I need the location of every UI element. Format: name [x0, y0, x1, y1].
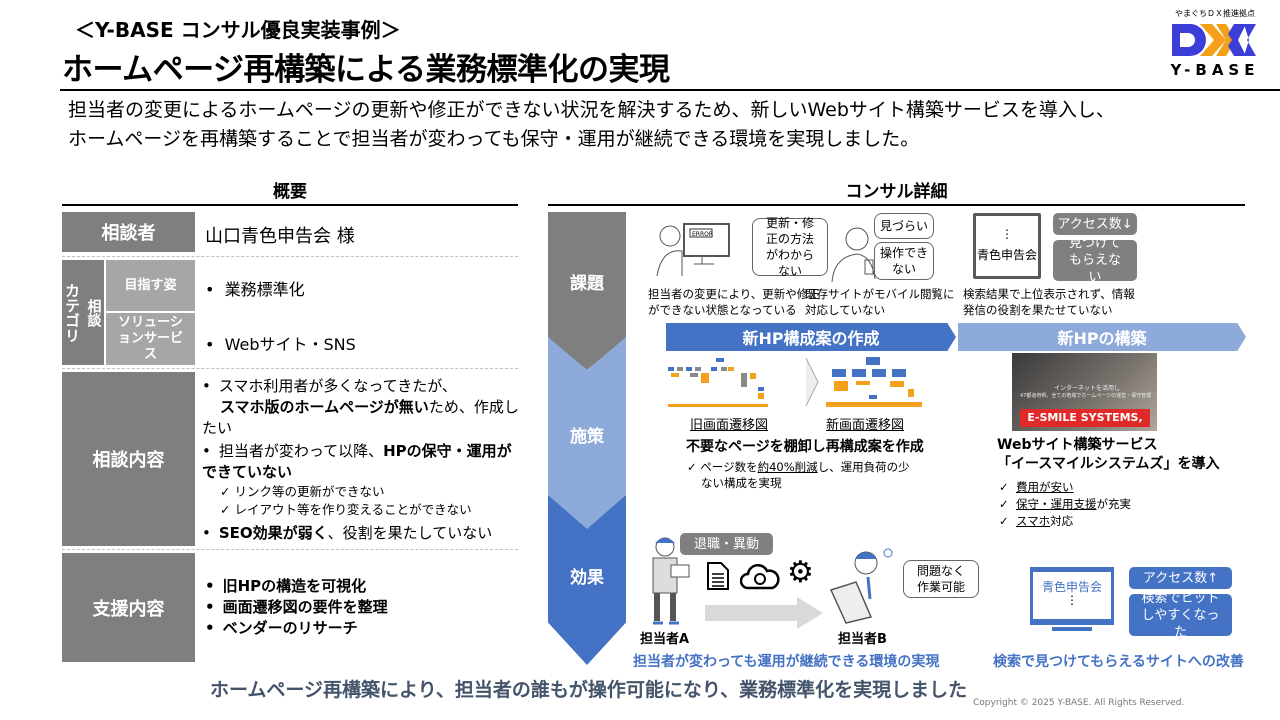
- stage-label: 施策: [570, 427, 604, 447]
- support-item: ベンダーのリサーチ: [205, 618, 388, 639]
- no-problem-bubble: 問題なく作業可能: [903, 560, 979, 598]
- description-line: ホームページを再構築することで担当者が変わっても保守・運用が継続できる環境を実現…: [68, 128, 920, 150]
- solution-value-text: Webサイト・SNS: [224, 335, 356, 354]
- issue-caption: 担当者の変更により、更新や修正ができない状態となっている: [648, 287, 820, 317]
- issue-bubble: 操作できない: [874, 242, 934, 280]
- consult-content: スマホ利用者が多くなってきたが、スマホ版のホームページが無いため、作成したい 担…: [202, 376, 522, 544]
- stage-label: 課題: [570, 273, 604, 294]
- stage-label: 効果: [570, 567, 604, 588]
- issue-bubble: 見づらい: [874, 213, 934, 239]
- measure2-check: ✓ スマホ対応: [999, 514, 1074, 528]
- page-title: ホームページ再構築による業務標準化の実現: [62, 52, 670, 88]
- row-divider: [62, 256, 518, 257]
- measure2-banner: 新HPの構築: [958, 323, 1246, 351]
- screenshot-text: 47都道府県、全ての地域でホームページの運営・保守管理: [1020, 393, 1152, 399]
- not-found-tag: 見つけてもらえない: [1053, 236, 1137, 285]
- category-label: カテゴリ: [62, 260, 83, 365]
- goal-label: 目指す姿: [106, 260, 195, 311]
- consultant-value: 山口青色申告会 様: [205, 226, 355, 247]
- svg-text:ERROR: ERROR: [692, 231, 713, 238]
- support-item: 旧HPの構造を可視化: [205, 576, 388, 597]
- monitor-text: 青色申告会: [976, 247, 1037, 262]
- new-sitemap-label: 新画面遷移図: [826, 418, 905, 433]
- cloud-sync-icon: [740, 564, 780, 590]
- handover-arrow: [705, 597, 823, 629]
- smartphone-person-icon: [831, 227, 876, 283]
- gear-icon: ⚙: [787, 555, 814, 590]
- access-up-tag: アクセス数↑: [1129, 567, 1232, 589]
- issue-bubble: 更新・修正の方法がわからない: [752, 216, 828, 278]
- support-list: 旧HPの構造を可視化 画面遷移図の要件を整理 ベンダーのリサーチ: [205, 576, 388, 639]
- effect1-caption: 担当者が変わっても運用が継続できる環境の実現: [633, 654, 940, 670]
- description-line: 担当者の変更によるホームページの更新や修正ができない状況を解決するため、新しいW…: [68, 99, 1115, 121]
- monitor-icon: ⋮青色申告会: [973, 213, 1041, 279]
- screenshot-brand: E-SMILE SYSTEMS, LTD.: [1020, 409, 1150, 431]
- monitor-text: 青色申告会: [1041, 580, 1102, 594]
- subtitle: ＜Y-BASE コンサル優良実装事例＞: [75, 18, 401, 42]
- measure2-heading: Webサイト構築サービス 「イースマイルシステムズ」を導入: [997, 436, 1219, 474]
- measure2-heading-line: Webサイト構築サービス: [997, 437, 1158, 453]
- consult-item: 担当者が変わって以降、HPの保守・運用ができていない: [202, 441, 522, 483]
- stage-issue: 課題: [548, 212, 626, 370]
- title-divider: [60, 89, 1280, 91]
- logo-name: Y-BASE: [1170, 61, 1260, 79]
- goal-value-text: 業務標準化: [224, 280, 305, 299]
- description: 担当者の変更によるホームページの更新や修正ができない状況を解決するため、新しいW…: [68, 96, 1248, 154]
- issue-caption: 検索結果で上位表示されず、情報発信の役割を果たせていない: [963, 287, 1135, 317]
- goal-value: • 業務標準化: [205, 280, 305, 299]
- solution-label: ソリューションサービス: [106, 313, 195, 365]
- dx-logo-icon: [1172, 24, 1256, 56]
- copyright: Copyright © 2025 Y-BASE. All Rights Rese…: [973, 698, 1185, 708]
- measure2-heading-line: 「イースマイルシステムズ」を導入: [997, 456, 1220, 472]
- measure2-check: ✓ 費用が安い: [999, 480, 1074, 494]
- logo-tagline: やまぐちＤＸ推進拠点: [1175, 9, 1255, 18]
- person-a-icon: [652, 537, 690, 625]
- consultant-label: 相談者: [62, 212, 195, 252]
- old-sitemap-diagram: [668, 358, 768, 407]
- new-sitemap-diagram: [826, 357, 922, 407]
- consult-item: スマホ利用者が多くなってきたが、スマホ版のホームページが無いため、作成したい: [202, 376, 522, 439]
- document-icon: [707, 562, 729, 590]
- support-item: 画面遷移図の要件を整理: [205, 597, 388, 618]
- measure2-checks: ✓ 費用が安い ✓ 保守・運用支援が充実 ✓ スマホ対応: [999, 479, 1131, 530]
- measure1-banner: 新HP構成案の作成: [666, 323, 956, 351]
- person-b-label: 担当者B: [838, 632, 887, 647]
- detail-heading: コンサル詳細: [845, 182, 948, 202]
- old-sitemap-label: 旧画面遷移図: [690, 418, 769, 433]
- support-label: 支援内容: [62, 553, 195, 662]
- consult-label: 相談内容: [62, 372, 195, 546]
- consult-check: レイアウト等を作り変えることができない: [202, 501, 522, 519]
- overview-heading: 概要: [273, 182, 307, 202]
- solution-value: • Webサイト・SNS: [205, 335, 356, 354]
- person-a-label: 担当者A: [640, 632, 690, 647]
- consult-item: SEO効果が弱く、役割を果たしていない: [202, 523, 522, 544]
- monitor-blue-icon: 青色申告会⋮: [1030, 567, 1114, 635]
- row-divider: [62, 368, 518, 369]
- measure1-heading: 不要なページを棚卸し再構成案を作成: [686, 439, 924, 455]
- confused-person-icon: ERROR: [656, 223, 730, 277]
- effect2-caption: 検索で見つけてもらえるサイトへの改善: [993, 654, 1244, 670]
- screenshot-text: インターネットを活用し: [1054, 385, 1121, 392]
- issue-caption: 既存サイトがモバイル閲覧に対応していない: [805, 287, 955, 317]
- access-down-tag: アクセス数↓: [1053, 213, 1137, 235]
- logo: やまぐちＤＸ推進拠点 Y-BASE: [1165, 8, 1265, 88]
- measure2-check: ✓ 保守・運用支援が充実: [999, 497, 1131, 511]
- overview-divider: [62, 204, 518, 206]
- resignation-tag: 退職・異動: [680, 533, 773, 555]
- consult-check: リンク等の更新ができない: [202, 483, 522, 501]
- category-sub-label: 相談: [83, 260, 104, 365]
- detail-divider: [548, 204, 1245, 206]
- summary: ホームページ再構築により、担当者の誰もが操作可能になり、業務標準化を実現しました: [210, 679, 968, 701]
- chevron-right-icon: [805, 357, 819, 407]
- row-divider: [62, 549, 518, 550]
- search-hit-tag: 検索でヒットしやすくなった: [1129, 591, 1232, 640]
- website-screenshot: インターネットを活用し 47都道府県、全ての地域でホームページの運営・保守管理 …: [1012, 353, 1157, 431]
- measure1-check: ✓ ページ数を約40%削減し、運用負荷の少ない構成を実現: [687, 460, 910, 490]
- person-b-icon: [829, 548, 893, 624]
